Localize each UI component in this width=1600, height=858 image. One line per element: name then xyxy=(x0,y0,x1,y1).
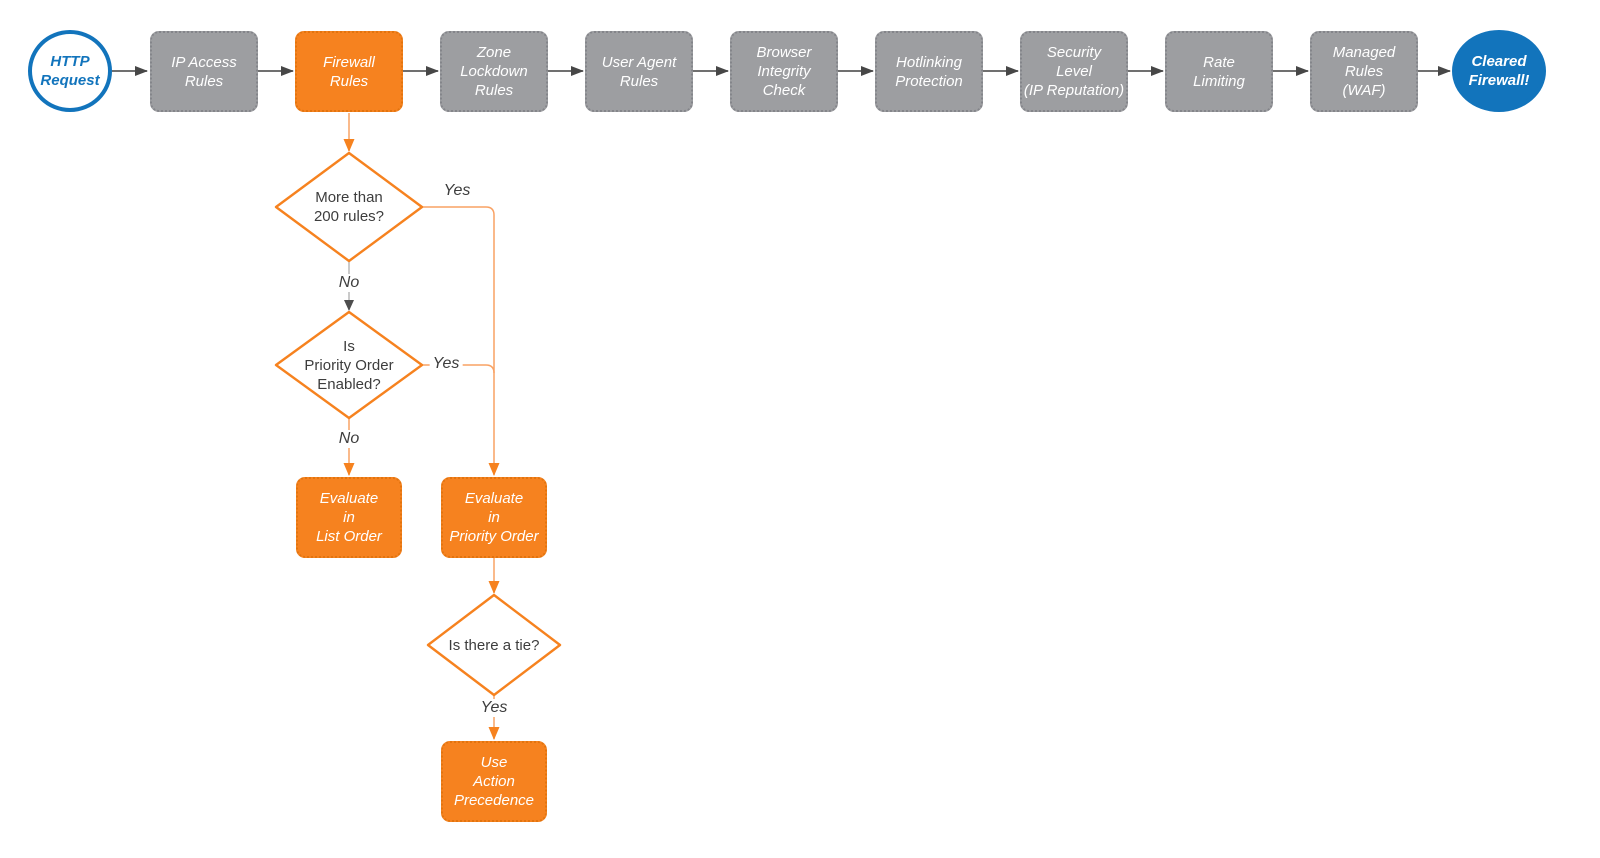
edge-label-priority-yes: Yes xyxy=(429,355,463,373)
node-zone-lockdown-rules: Zone Lockdown Rules xyxy=(440,31,548,112)
node-managed-rules-waf: Managed Rules (WAF) xyxy=(1310,31,1418,112)
decision-diamond-shapes xyxy=(274,151,562,697)
edge-label-rules-yes: Yes xyxy=(443,182,471,199)
node-cleared-firewall: Cleared Firewall! xyxy=(1452,30,1546,112)
node-http-request: HTTP Request xyxy=(28,30,112,112)
decision-more-than-200-rules: More than 200 rules? xyxy=(313,189,385,225)
node-use-action-precedence: Use Action Precedence xyxy=(441,741,547,822)
node-browser-integrity-check: Browser Integrity Check xyxy=(730,31,838,112)
edge-label-priority-no: No xyxy=(335,430,363,448)
edge-label-rules-no: No xyxy=(335,274,363,292)
node-firewall-rules: Firewall Rules xyxy=(295,31,403,112)
edge-label-tie-yes: Yes xyxy=(477,699,511,717)
node-ip-access-rules: IP Access Rules xyxy=(150,31,258,112)
node-user-agent-rules: User Agent Rules xyxy=(585,31,693,112)
decision-priority-order-enabled: Is Priority Order Enabled? xyxy=(304,337,394,393)
decision-is-there-a-tie: Is there a tie? xyxy=(448,636,540,654)
node-rate-limiting: Rate Limiting xyxy=(1165,31,1273,112)
diamond-is-there-a-tie xyxy=(426,593,562,697)
node-evaluate-in-priority-order: Evaluate in Priority Order xyxy=(441,477,547,558)
diamond-more-than-200-rules xyxy=(274,151,424,263)
diamond-priority-order-enabled xyxy=(274,310,424,420)
node-evaluate-in-list-order: Evaluate in List Order xyxy=(296,477,402,558)
node-hotlinking-protection: Hotlinking Protection xyxy=(875,31,983,112)
node-security-level-ip-reputation: Security Level (IP Reputation) xyxy=(1020,31,1128,112)
